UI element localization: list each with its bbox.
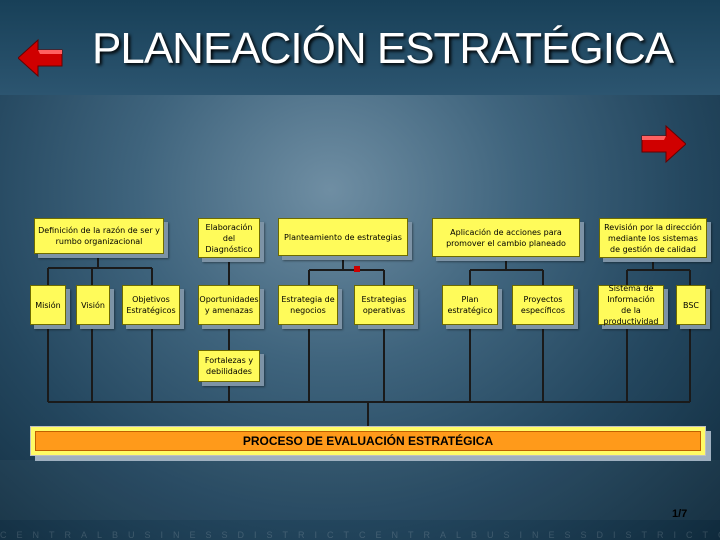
title-band bbox=[0, 0, 720, 95]
box-mision: Misión bbox=[30, 285, 66, 325]
box-definicion: Definición de la razón de ser y rumbo or… bbox=[34, 218, 164, 254]
box-planteamiento: Planteamiento de estrategias bbox=[278, 218, 408, 256]
box-aplicacion: Aplicación de acciones para promover el … bbox=[432, 218, 580, 257]
box-revision: Revisión por la dirección mediante los s… bbox=[599, 218, 707, 258]
left-arrow-icon[interactable] bbox=[18, 38, 64, 78]
box-oportunidades: Oportunidades y amenazas bbox=[198, 285, 260, 325]
page-number: 1/7 bbox=[672, 508, 688, 520]
box-elaboracion: Elaboración del Diagnóstico bbox=[198, 218, 260, 258]
proceso-label: PROCESO DE EVALUACIÓN ESTRATÉGICA bbox=[35, 431, 701, 451]
box-estrategia-negocios: Estrategia de negocios bbox=[278, 285, 338, 325]
box-fortalezas: Fortalezas y debilidades bbox=[198, 350, 260, 382]
right-arrow-icon[interactable] bbox=[640, 124, 686, 164]
box-plan: Plan estratégico bbox=[442, 285, 498, 325]
box-sistema: Sistema de Información de la productivid… bbox=[598, 284, 664, 326]
box-bsc: BSC bbox=[676, 285, 706, 325]
page-title: PLANEACIÓN ESTRATÉGICA bbox=[92, 24, 674, 73]
box-vision: Visión bbox=[76, 285, 110, 325]
box-estrategias-operativas: Estrategias operativas bbox=[354, 285, 414, 325]
footer-watermark: CENTRALBUSINESSDISTRICTCENTRALBUSINESSDI… bbox=[0, 530, 720, 540]
proceso-box: PROCESO DE EVALUACIÓN ESTRATÉGICA bbox=[30, 426, 706, 456]
box-proyectos: Proyectos específicos bbox=[512, 285, 574, 325]
box-objetivos: Objetivos Estratégicos bbox=[122, 285, 180, 325]
red-marker-icon bbox=[354, 266, 360, 272]
